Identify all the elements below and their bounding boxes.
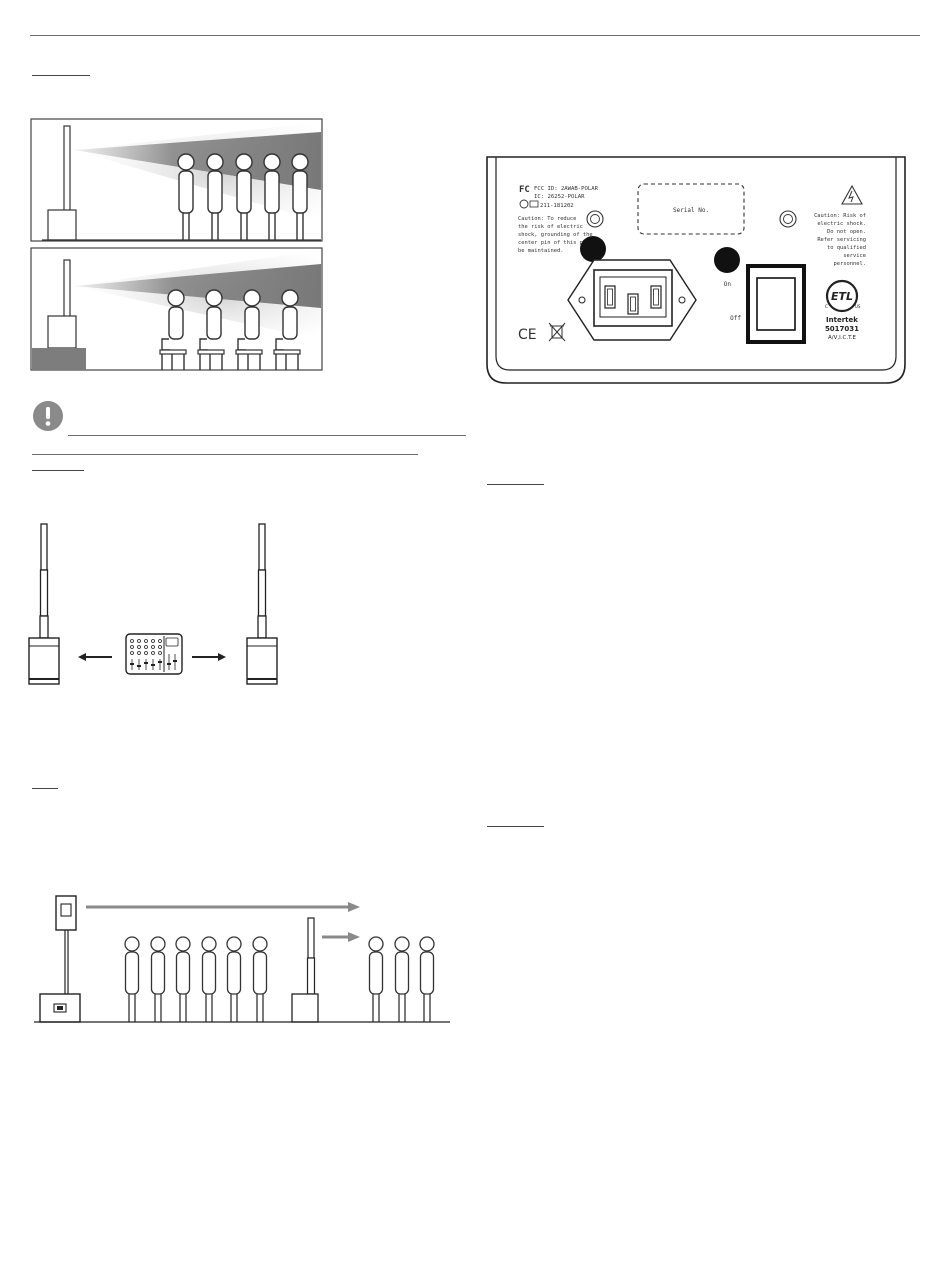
stereo-setup-illustration bbox=[28, 523, 278, 685]
notice-rule-1 bbox=[68, 435, 466, 436]
header-rule bbox=[30, 35, 920, 36]
screw-left bbox=[586, 210, 604, 228]
intertek-brand: Intertek bbox=[826, 316, 858, 324]
electric-shock-warning-icon bbox=[841, 184, 863, 205]
notice-icon bbox=[33, 401, 63, 431]
switch-on-label: On bbox=[724, 281, 732, 288]
fcc-id-text: FCC ID: 2AWAB-POLAR bbox=[534, 186, 599, 192]
cert-code-text: 211-181202 bbox=[540, 203, 574, 209]
intertek-number: 5017031 bbox=[825, 325, 859, 333]
serial-number-box bbox=[637, 183, 745, 235]
caution-right-line-7: personnel. bbox=[834, 261, 866, 267]
notice-rule-2 bbox=[32, 454, 418, 455]
caution-right-line-3: Do not open. bbox=[827, 229, 866, 235]
caution-right-line-6: service bbox=[843, 253, 866, 259]
caution-right-line-5: to qualified bbox=[827, 245, 866, 251]
etl-mark bbox=[825, 279, 859, 313]
caution-right-line-2: electric shock. bbox=[817, 221, 866, 227]
caution-right-line-1: Caution: Risk of bbox=[814, 213, 866, 219]
serial-label: Serial No. bbox=[673, 207, 709, 214]
callout-2-marker bbox=[714, 247, 740, 273]
section-heading-rule-3 bbox=[32, 788, 58, 789]
fcc-logo: FC bbox=[519, 185, 530, 195]
caution-left-line-1: Caution: To reduce bbox=[518, 216, 576, 222]
section-heading-rule-2 bbox=[32, 470, 84, 471]
rear-panel-illustration: FC FCC ID: 2AWAB-POLAR IC: 26252-POLAR 2… bbox=[486, 156, 906, 384]
weee-bin-icon bbox=[548, 322, 566, 342]
section-heading-rule-1 bbox=[32, 75, 90, 76]
svg-text:US: US bbox=[855, 304, 861, 309]
cert-mark-icon bbox=[519, 199, 529, 209]
coverage-illustration bbox=[30, 118, 323, 371]
caution-left-line-2: the risk of electric bbox=[518, 224, 583, 230]
caution-left-line-4: center pin of this plug bbox=[518, 240, 593, 246]
delay-setup-illustration bbox=[34, 895, 450, 1023]
switch-off-label: Off bbox=[730, 315, 741, 322]
intertek-code: A/V,I.C.T.E bbox=[828, 335, 857, 341]
callout-1-marker bbox=[580, 236, 606, 262]
section-heading-rule-4 bbox=[487, 484, 544, 485]
caution-left-line-3: shock, grounding of the bbox=[518, 232, 593, 238]
caution-left-line-5: be maintained. bbox=[518, 248, 563, 254]
screw-right bbox=[779, 210, 797, 228]
ce-mark: CE bbox=[518, 327, 537, 343]
ic-text: IC: 26252-POLAR bbox=[534, 194, 585, 200]
section-heading-rule-5 bbox=[487, 826, 544, 827]
caution-right-line-4: Refer servicing bbox=[817, 237, 866, 243]
svg-text:C: C bbox=[825, 304, 828, 309]
svg-text:ETL: ETL bbox=[831, 290, 853, 303]
